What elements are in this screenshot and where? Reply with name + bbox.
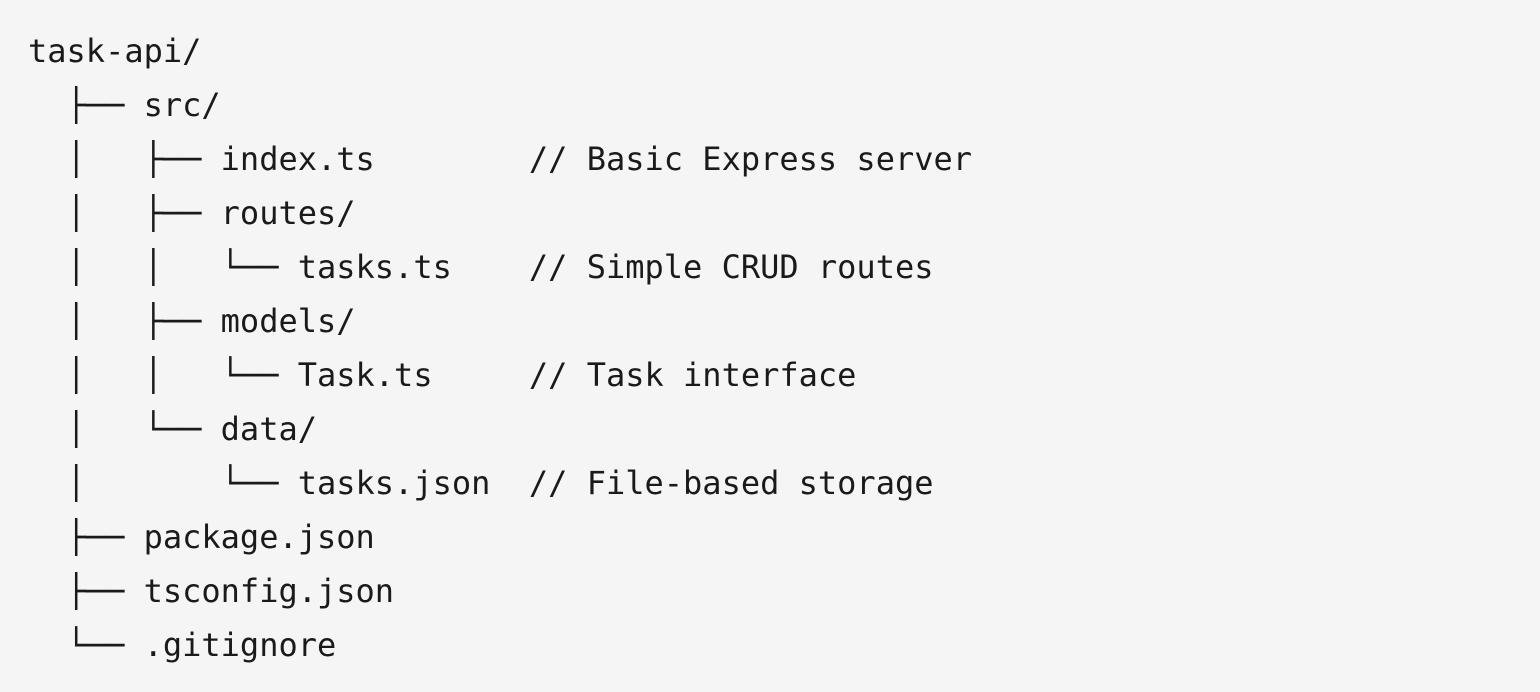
tree-line: │ ├── models/ bbox=[28, 302, 356, 340]
tree-line: │ └── tasks.json // File-based storage bbox=[28, 464, 934, 502]
tree-line: │ ├── index.ts // Basic Express server bbox=[28, 140, 973, 178]
tree-line: │ │ └── Task.ts // Task interface bbox=[28, 356, 857, 394]
tree-line: └── .gitignore bbox=[28, 626, 337, 664]
tree-line: ├── tsconfig.json bbox=[28, 572, 395, 610]
tree-line: │ ├── routes/ bbox=[28, 194, 356, 232]
file-tree: task-api/ ├── src/ │ ├── index.ts // Bas… bbox=[28, 24, 1520, 672]
tree-line: │ │ └── tasks.ts // Simple CRUD routes bbox=[28, 248, 934, 286]
tree-line: task-api/ bbox=[28, 32, 202, 70]
tree-line: ├── src/ bbox=[28, 86, 221, 124]
tree-line: │ └── data/ bbox=[28, 410, 317, 448]
tree-line: ├── package.json bbox=[28, 518, 375, 556]
